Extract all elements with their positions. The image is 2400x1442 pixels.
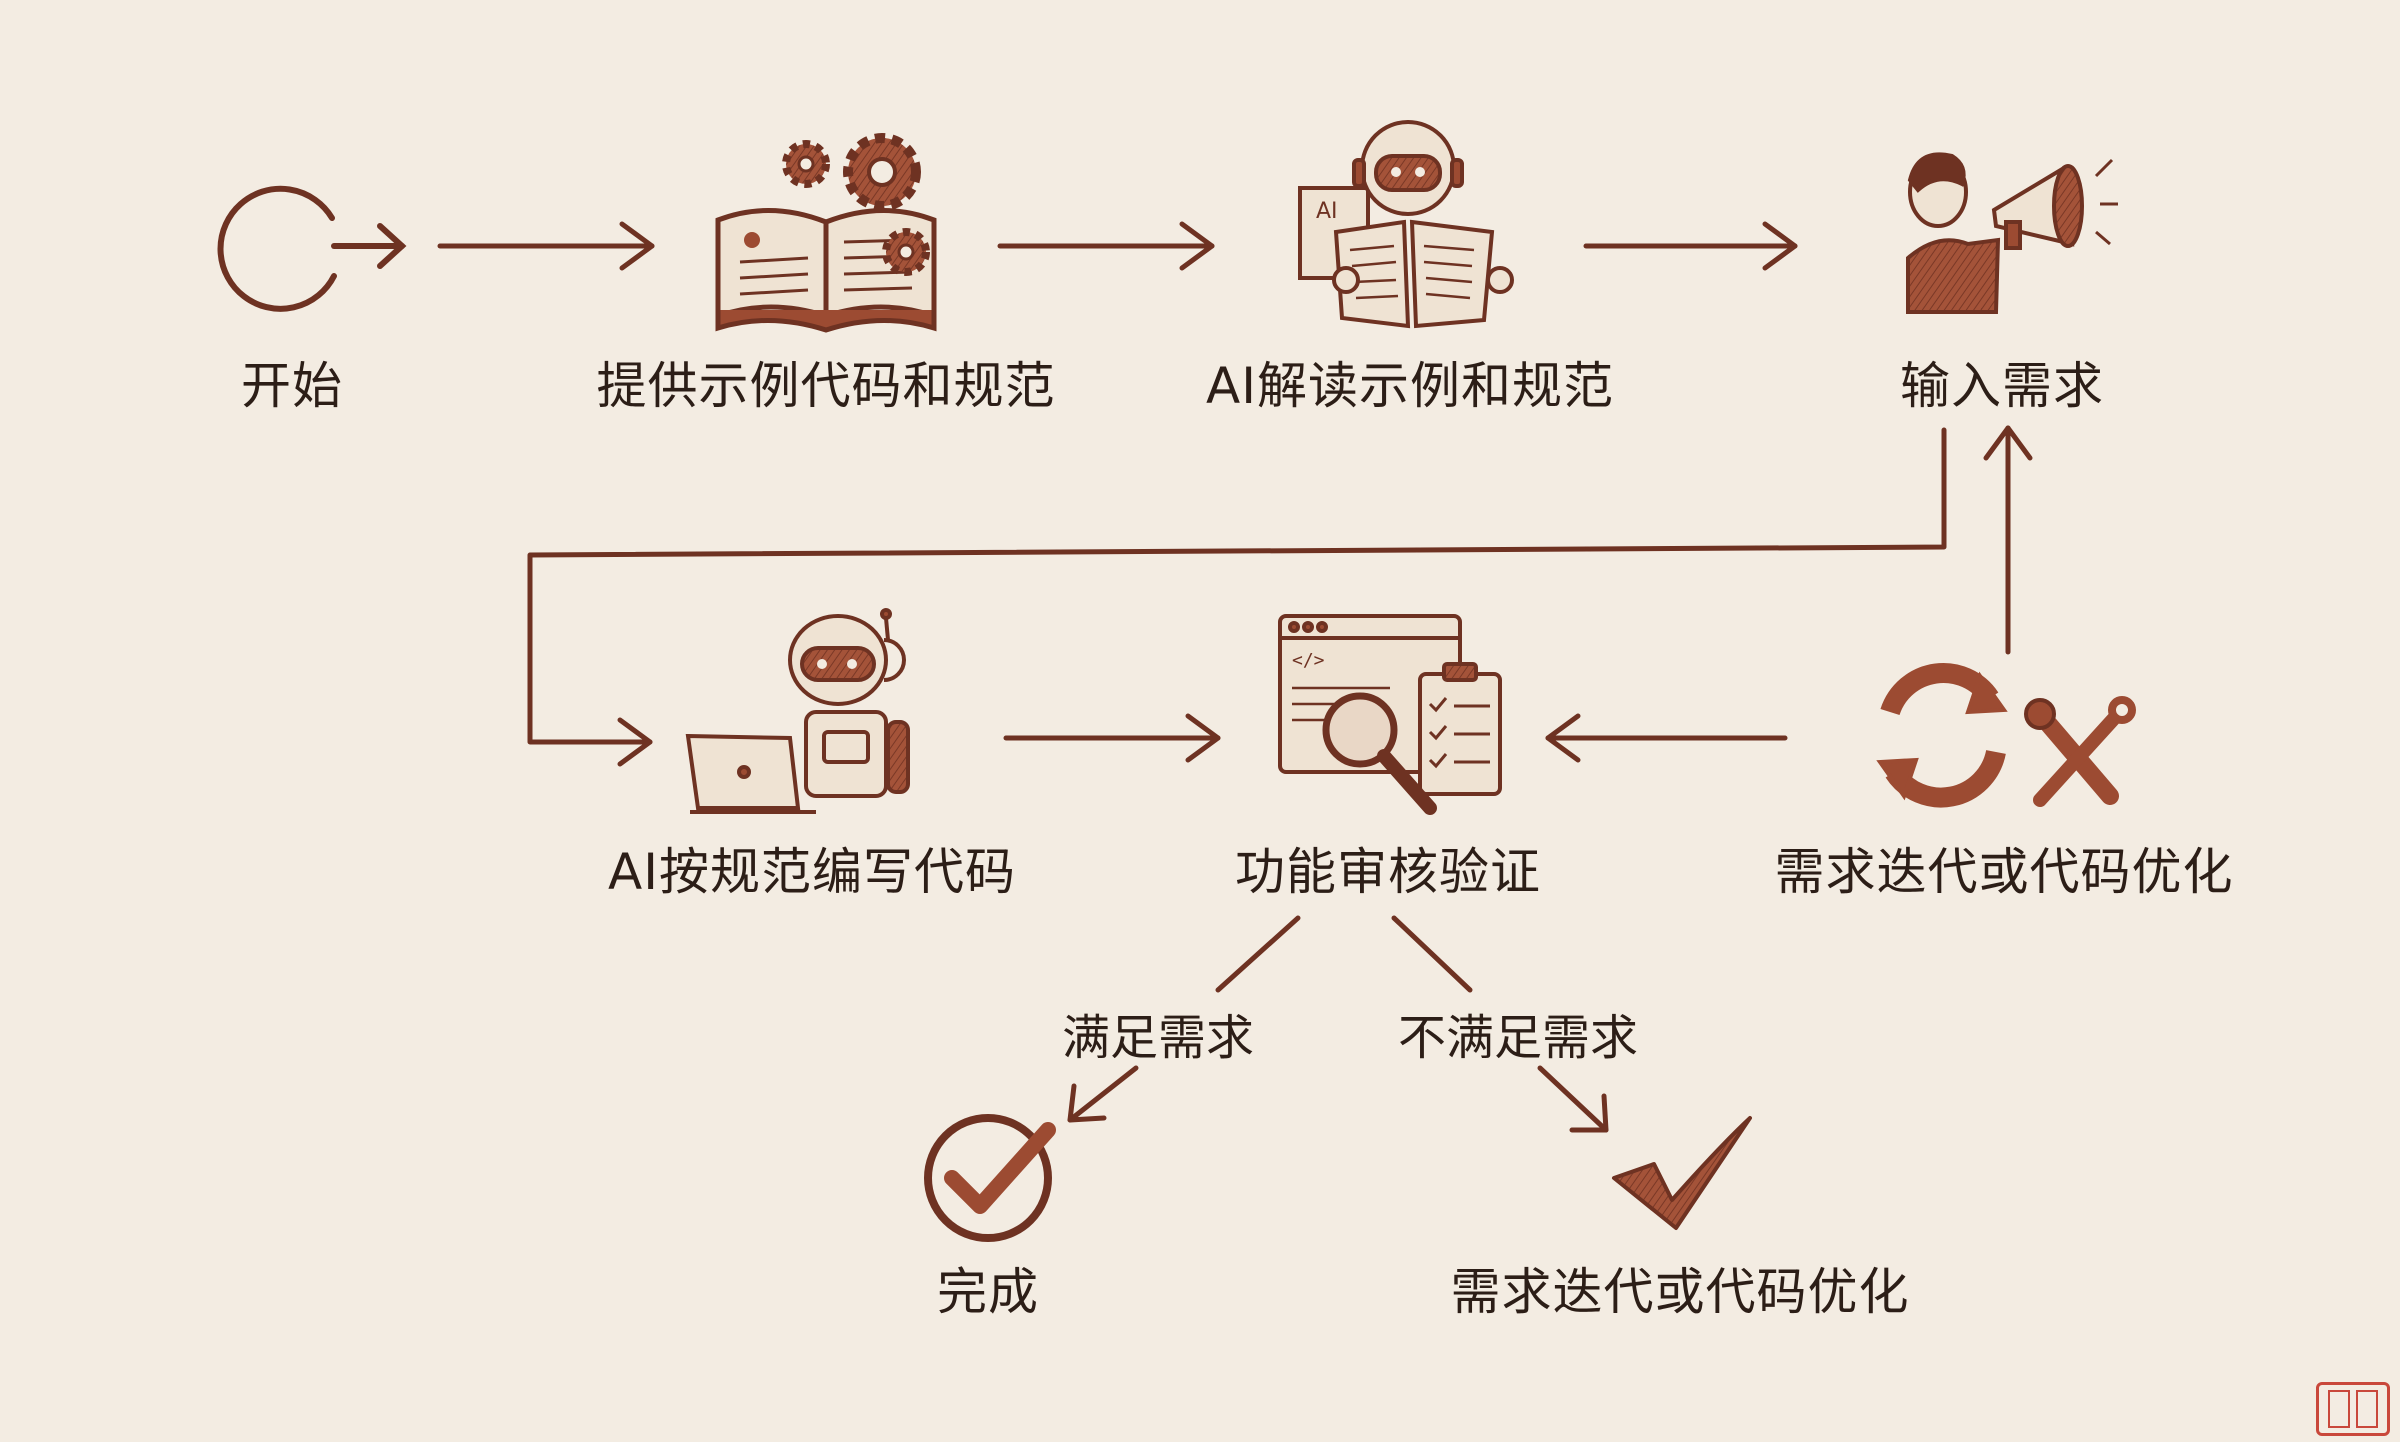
refresh-tools-icon	[1876, 663, 2136, 808]
node-input-requirements-label: 输入需求	[1900, 357, 2104, 415]
edge-meets-label: 满足需求	[1061, 1010, 1255, 1066]
check-mark-icon	[1612, 1116, 1752, 1230]
arrow-iterate-to-review	[1545, 713, 1788, 763]
node-iterate-bottom-label: 需求迭代或代码优化	[1450, 1263, 1910, 1321]
book-gears-icon	[715, 133, 937, 333]
arrow-start-to-provide	[437, 221, 655, 271]
svg-text:AI: AI	[1316, 199, 1338, 224]
arrow-input-to-ai-write	[527, 427, 1947, 767]
arrow-iterate-to-input	[1983, 425, 2033, 655]
circle-check-icon	[924, 1114, 1056, 1242]
svg-text:</>: </>	[1292, 650, 1325, 671]
node-iterate-right-label: 需求迭代或代码优化	[1774, 843, 2234, 901]
seal-stamp	[2316, 1382, 2390, 1436]
arrow-review-to-not-met	[1391, 915, 1609, 1133]
node-provide-examples-label: 提供示例代码和规范	[596, 357, 1056, 415]
arrow-ai-write-to-review	[1003, 713, 1221, 763]
node-start-label: 开始	[241, 357, 343, 415]
edge-not-meets-label: 不满足需求	[1397, 1010, 1639, 1066]
start-circle-icon	[217, 185, 407, 312]
node-review-label: 功能审核验证	[1235, 843, 1541, 901]
node-done-label: 完成	[937, 1263, 1039, 1321]
robot-reading-icon: AI	[1298, 120, 1514, 329]
code-review-icon: </>	[1278, 614, 1502, 815]
arrow-review-to-done	[1067, 915, 1301, 1123]
arrow-provide-to-ai-read	[997, 221, 1215, 271]
person-megaphone-icon	[1906, 152, 2118, 314]
node-ai-read-label: AI解读示例和规范	[1206, 357, 1614, 415]
node-ai-write-label: AI按规范编写代码	[608, 843, 1016, 901]
arrow-ai-read-to-input	[1583, 221, 1798, 271]
robot-laptop-icon	[685, 608, 910, 814]
connectors	[437, 221, 2033, 1133]
